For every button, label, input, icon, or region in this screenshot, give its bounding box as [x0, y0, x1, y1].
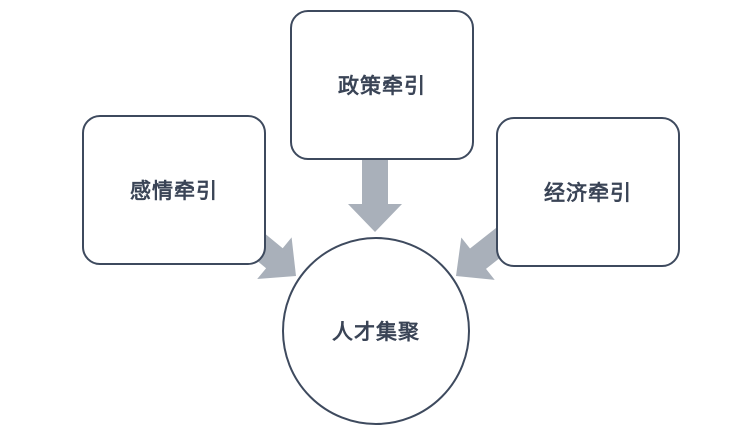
- node-talent-aggregation-label: 人才集聚: [332, 320, 420, 344]
- node-economy-label: 经济牵引: [544, 181, 632, 205]
- node-emotion-label: 感情牵引: [130, 179, 218, 203]
- node-emotion: 感情牵引: [82, 115, 266, 265]
- node-policy-label: 政策牵引: [338, 74, 426, 98]
- node-policy: 政策牵引: [290, 10, 474, 160]
- node-economy: 经济牵引: [496, 117, 680, 267]
- node-talent-aggregation: 人才集聚: [282, 237, 470, 425]
- arrow-policy-to-center-icon: [348, 156, 402, 232]
